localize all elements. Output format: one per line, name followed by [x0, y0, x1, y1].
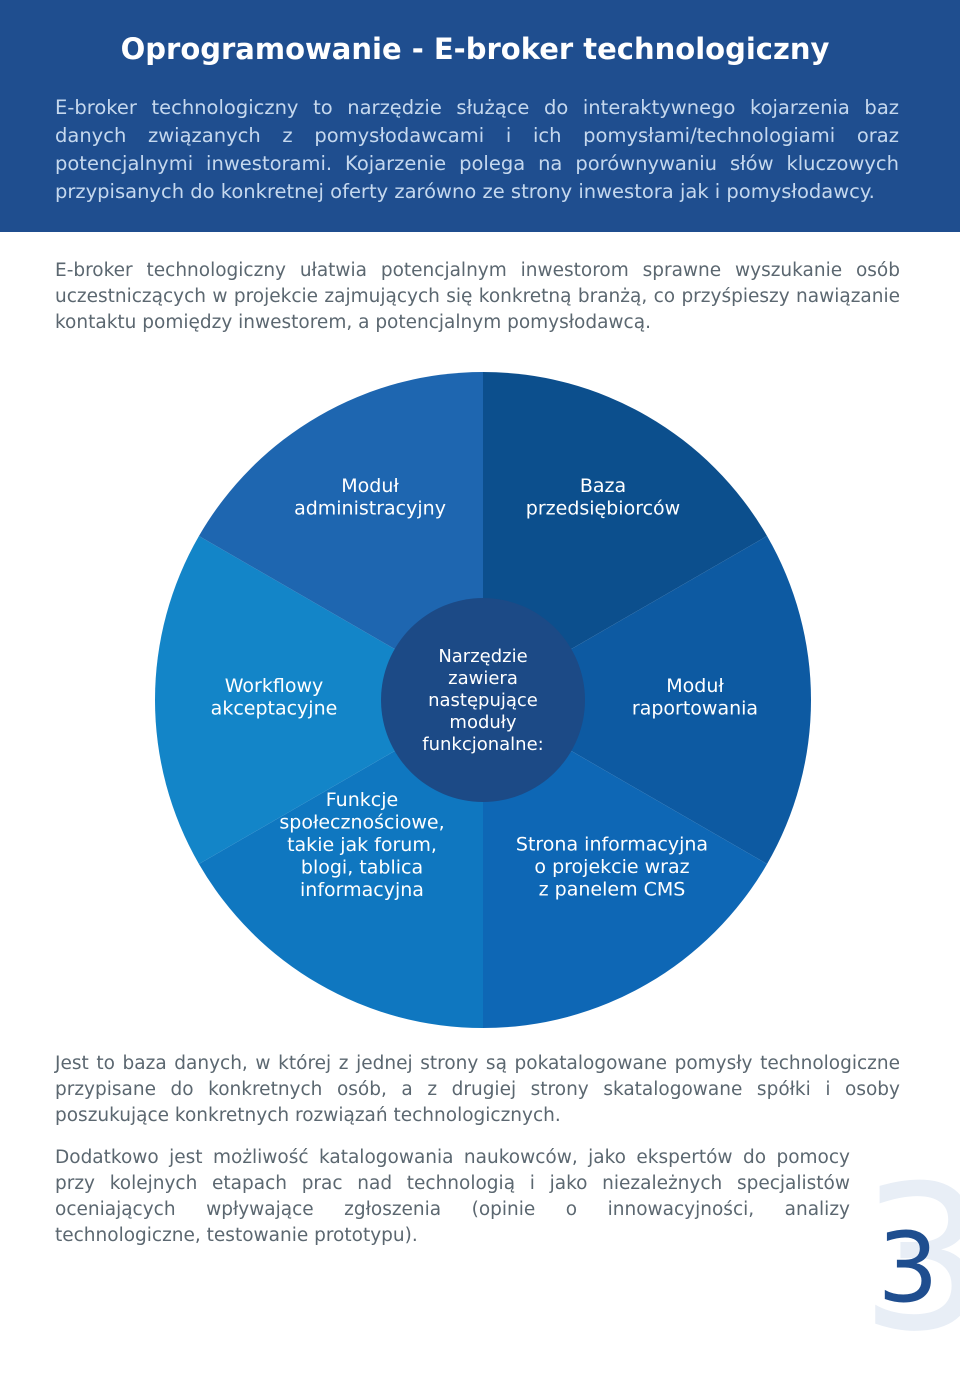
- paragraph-2: Jest to baza danych, w której z jednej s…: [55, 1053, 900, 1126]
- center-circle: [381, 598, 585, 802]
- module-wedge-1: [483, 372, 768, 700]
- module-wedge-3: [483, 700, 768, 1028]
- page-number: 3: [877, 1212, 939, 1324]
- paragraph-3: Dodatkowo jest możliwość katalogowania n…: [55, 1147, 850, 1246]
- module-wedge-2: [483, 536, 811, 864]
- paragraph-1: E-broker technologiczny ułatwia potencja…: [55, 260, 900, 333]
- module-wedge-4: [198, 700, 483, 1028]
- module-wedge-6: [198, 372, 483, 700]
- intro-text: E-broker technologiczny to narzędzie słu…: [55, 96, 899, 203]
- module-wedge-5: [155, 536, 483, 864]
- header-banner: Oprogramowanie - E-broker technologiczny…: [0, 0, 960, 232]
- page-title: Oprogramowanie - E-broker technologiczny: [120, 32, 830, 66]
- page-number-watermark: 3: [860, 1143, 960, 1376]
- wedges-group: [155, 372, 811, 1028]
